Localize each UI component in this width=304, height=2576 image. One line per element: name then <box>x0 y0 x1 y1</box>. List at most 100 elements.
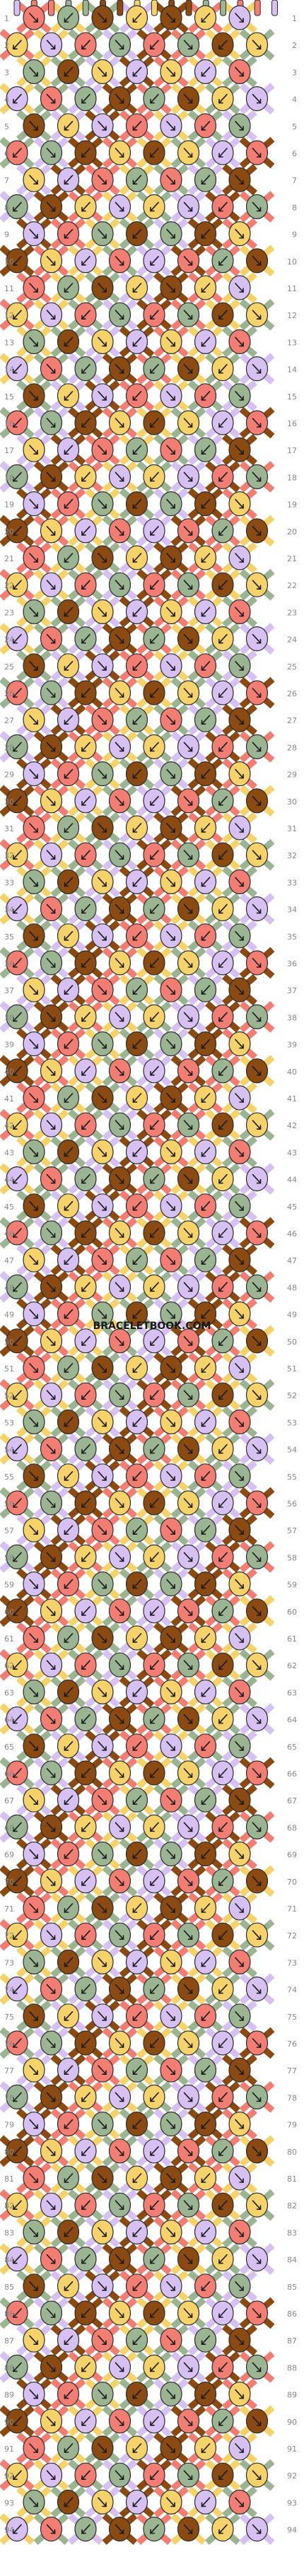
knot <box>228 1031 251 1057</box>
knot <box>57 275 80 300</box>
knot <box>194 707 217 732</box>
row-number-right: 42 <box>287 1121 297 1130</box>
knot <box>177 356 200 382</box>
knot <box>91 1733 114 1759</box>
knot <box>143 950 165 976</box>
knot-arrow-icon <box>98 336 107 347</box>
row-number-right: 11 <box>287 284 297 293</box>
knot <box>160 167 182 192</box>
knot-arrow-icon <box>98 553 107 563</box>
row-number-right: 19 <box>287 500 297 510</box>
row-number-left: 66 <box>4 1769 14 1779</box>
knot-arrow-icon <box>201 336 211 347</box>
knot <box>245 1922 269 1948</box>
row-number-right: 7 <box>292 176 297 185</box>
knot <box>57 59 80 85</box>
knot <box>194 653 217 679</box>
row-number-right: 3 <box>292 68 297 77</box>
knot-arrow-icon <box>46 255 56 266</box>
knot <box>125 275 148 300</box>
knot-arrow-icon <box>150 796 159 806</box>
knot <box>57 491 80 517</box>
knot-arrow-icon <box>132 283 142 293</box>
knot-arrow-icon <box>235 1093 244 1103</box>
knot-arrow-icon <box>183 255 193 266</box>
knot <box>108 2247 131 2272</box>
knot-arrow-icon <box>13 958 22 968</box>
row-number-left: 22 <box>4 581 14 590</box>
knot <box>91 1787 114 1813</box>
knot <box>245 1112 269 1137</box>
knot-arrow-icon <box>98 877 107 887</box>
knot <box>108 626 131 652</box>
knot-arrow-icon <box>150 633 159 644</box>
knot <box>143 1760 165 1786</box>
knot <box>57 1517 80 1542</box>
knot-arrow-icon <box>64 660 74 671</box>
row-number-left: 28 <box>4 743 14 752</box>
knot <box>23 2435 45 2461</box>
knot <box>228 977 251 1002</box>
row-number-left: 78 <box>4 2093 14 2102</box>
knot <box>194 1733 217 1759</box>
row-number-right: 35 <box>287 932 297 942</box>
knot <box>177 2408 200 2434</box>
knot-arrow-icon <box>235 66 244 77</box>
row-number-right: 73 <box>287 1958 297 1967</box>
knot <box>177 2354 200 2379</box>
knot <box>177 1490 200 1516</box>
knot-arrow-icon <box>150 688 159 698</box>
knot-arrow-icon <box>46 363 56 374</box>
knot <box>74 1436 97 1462</box>
knot-arrow-icon <box>115 363 124 374</box>
knot-arrow-icon <box>218 93 228 104</box>
knot <box>245 680 269 706</box>
knot <box>40 1166 63 1192</box>
knot-arrow-icon <box>29 660 38 671</box>
knot <box>74 626 97 652</box>
knot-arrow-icon <box>132 1147 142 1157</box>
knot-arrow-icon <box>64 336 74 347</box>
knot <box>91 1949 114 1974</box>
knot <box>23 59 45 85</box>
knot <box>40 2300 63 2326</box>
knot <box>125 2003 148 2029</box>
knot-arrow-icon <box>218 148 228 158</box>
knot <box>228 1247 251 1272</box>
row-number-left: 12 <box>4 311 14 320</box>
knot <box>245 140 269 165</box>
knot <box>245 1652 269 1678</box>
knot-arrow-icon <box>29 985 38 995</box>
knot <box>108 2030 131 2056</box>
row-number-right: 88 <box>287 2363 297 2372</box>
row-number-right: 23 <box>287 608 297 617</box>
knot <box>40 1977 63 2002</box>
row-number-right: 32 <box>287 851 297 860</box>
knot-arrow-icon <box>46 688 56 698</box>
knot-arrow-icon <box>252 850 262 860</box>
knot <box>125 2327 148 2353</box>
knot-arrow-icon <box>13 580 22 590</box>
row-number-left: 46 <box>4 1229 14 1239</box>
knot <box>211 1490 234 1516</box>
row-number-right: 68 <box>287 1823 297 1832</box>
knot <box>245 1760 269 1786</box>
knot-arrow-icon <box>132 121 142 131</box>
knot-arrow-icon <box>183 796 193 806</box>
knot <box>143 2247 165 2272</box>
knot-arrow-icon <box>115 418 124 428</box>
knot-arrow-icon <box>29 66 38 77</box>
knot <box>160 815 182 841</box>
knot-arrow-icon <box>115 525 124 536</box>
knot <box>125 707 148 732</box>
knot <box>74 2084 97 2109</box>
row-number-right: 39 <box>287 1041 297 1050</box>
knot <box>245 1058 269 1084</box>
knot-arrow-icon <box>13 850 22 860</box>
row-number-left: 45 <box>4 1202 14 1212</box>
knot-arrow-icon <box>252 93 262 104</box>
row-number-right: 79 <box>287 2121 297 2130</box>
knot-arrow-icon <box>166 66 175 77</box>
knot <box>211 2084 234 2109</box>
row-number-right: 67 <box>287 1796 297 1805</box>
